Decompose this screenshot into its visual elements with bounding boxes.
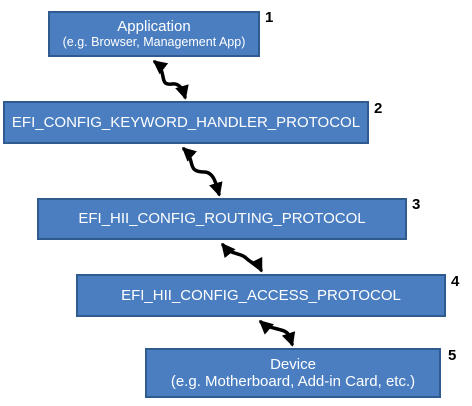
config-routing-protocol-title: EFI_HII_CONFIG_ROUTING_PROTOCOL (78, 210, 366, 228)
layer-number-5: 5 (448, 347, 457, 364)
keyword-handler-protocol-title: EFI_CONFIG_KEYWORD_HANDLER_PROTOCOL (11, 113, 361, 131)
config-access-protocol-title: EFI_HII_CONFIG_ACCESS_PROTOCOL (121, 286, 401, 304)
config-access-protocol-box: EFI_HII_CONFIG_ACCESS_PROTOCOL (76, 274, 446, 317)
layer-number-3: 3 (412, 196, 421, 213)
application-title: Application (117, 18, 191, 36)
application-subtitle: (e.g. Browser, Management App) (62, 35, 246, 50)
device-title: Device (270, 355, 316, 373)
config-routing-protocol-box: EFI_HII_CONFIG_ROUTING_PROTOCOL (37, 198, 407, 240)
device-subtitle: (e.g. Motherboard, Add-in Card, etc.) (170, 373, 416, 390)
bidirectional-arrow-1-2 (152, 60, 189, 100)
keyword-handler-protocol-box: EFI_CONFIG_KEYWORD_HANDLER_PROTOCOL (3, 101, 369, 144)
layer-number-4: 4 (451, 273, 460, 290)
bidirectional-arrow-3-4 (221, 242, 263, 273)
bidirectional-arrow-4-5 (258, 320, 296, 347)
layer-number-2: 2 (374, 100, 383, 117)
layer-number-1: 1 (265, 9, 274, 26)
device-box: Device (e.g. Motherboard, Add-in Card, e… (145, 348, 441, 398)
application-box: Application (e.g. Browser, Management Ap… (48, 11, 260, 57)
bidirectional-arrow-2-3 (181, 147, 223, 197)
